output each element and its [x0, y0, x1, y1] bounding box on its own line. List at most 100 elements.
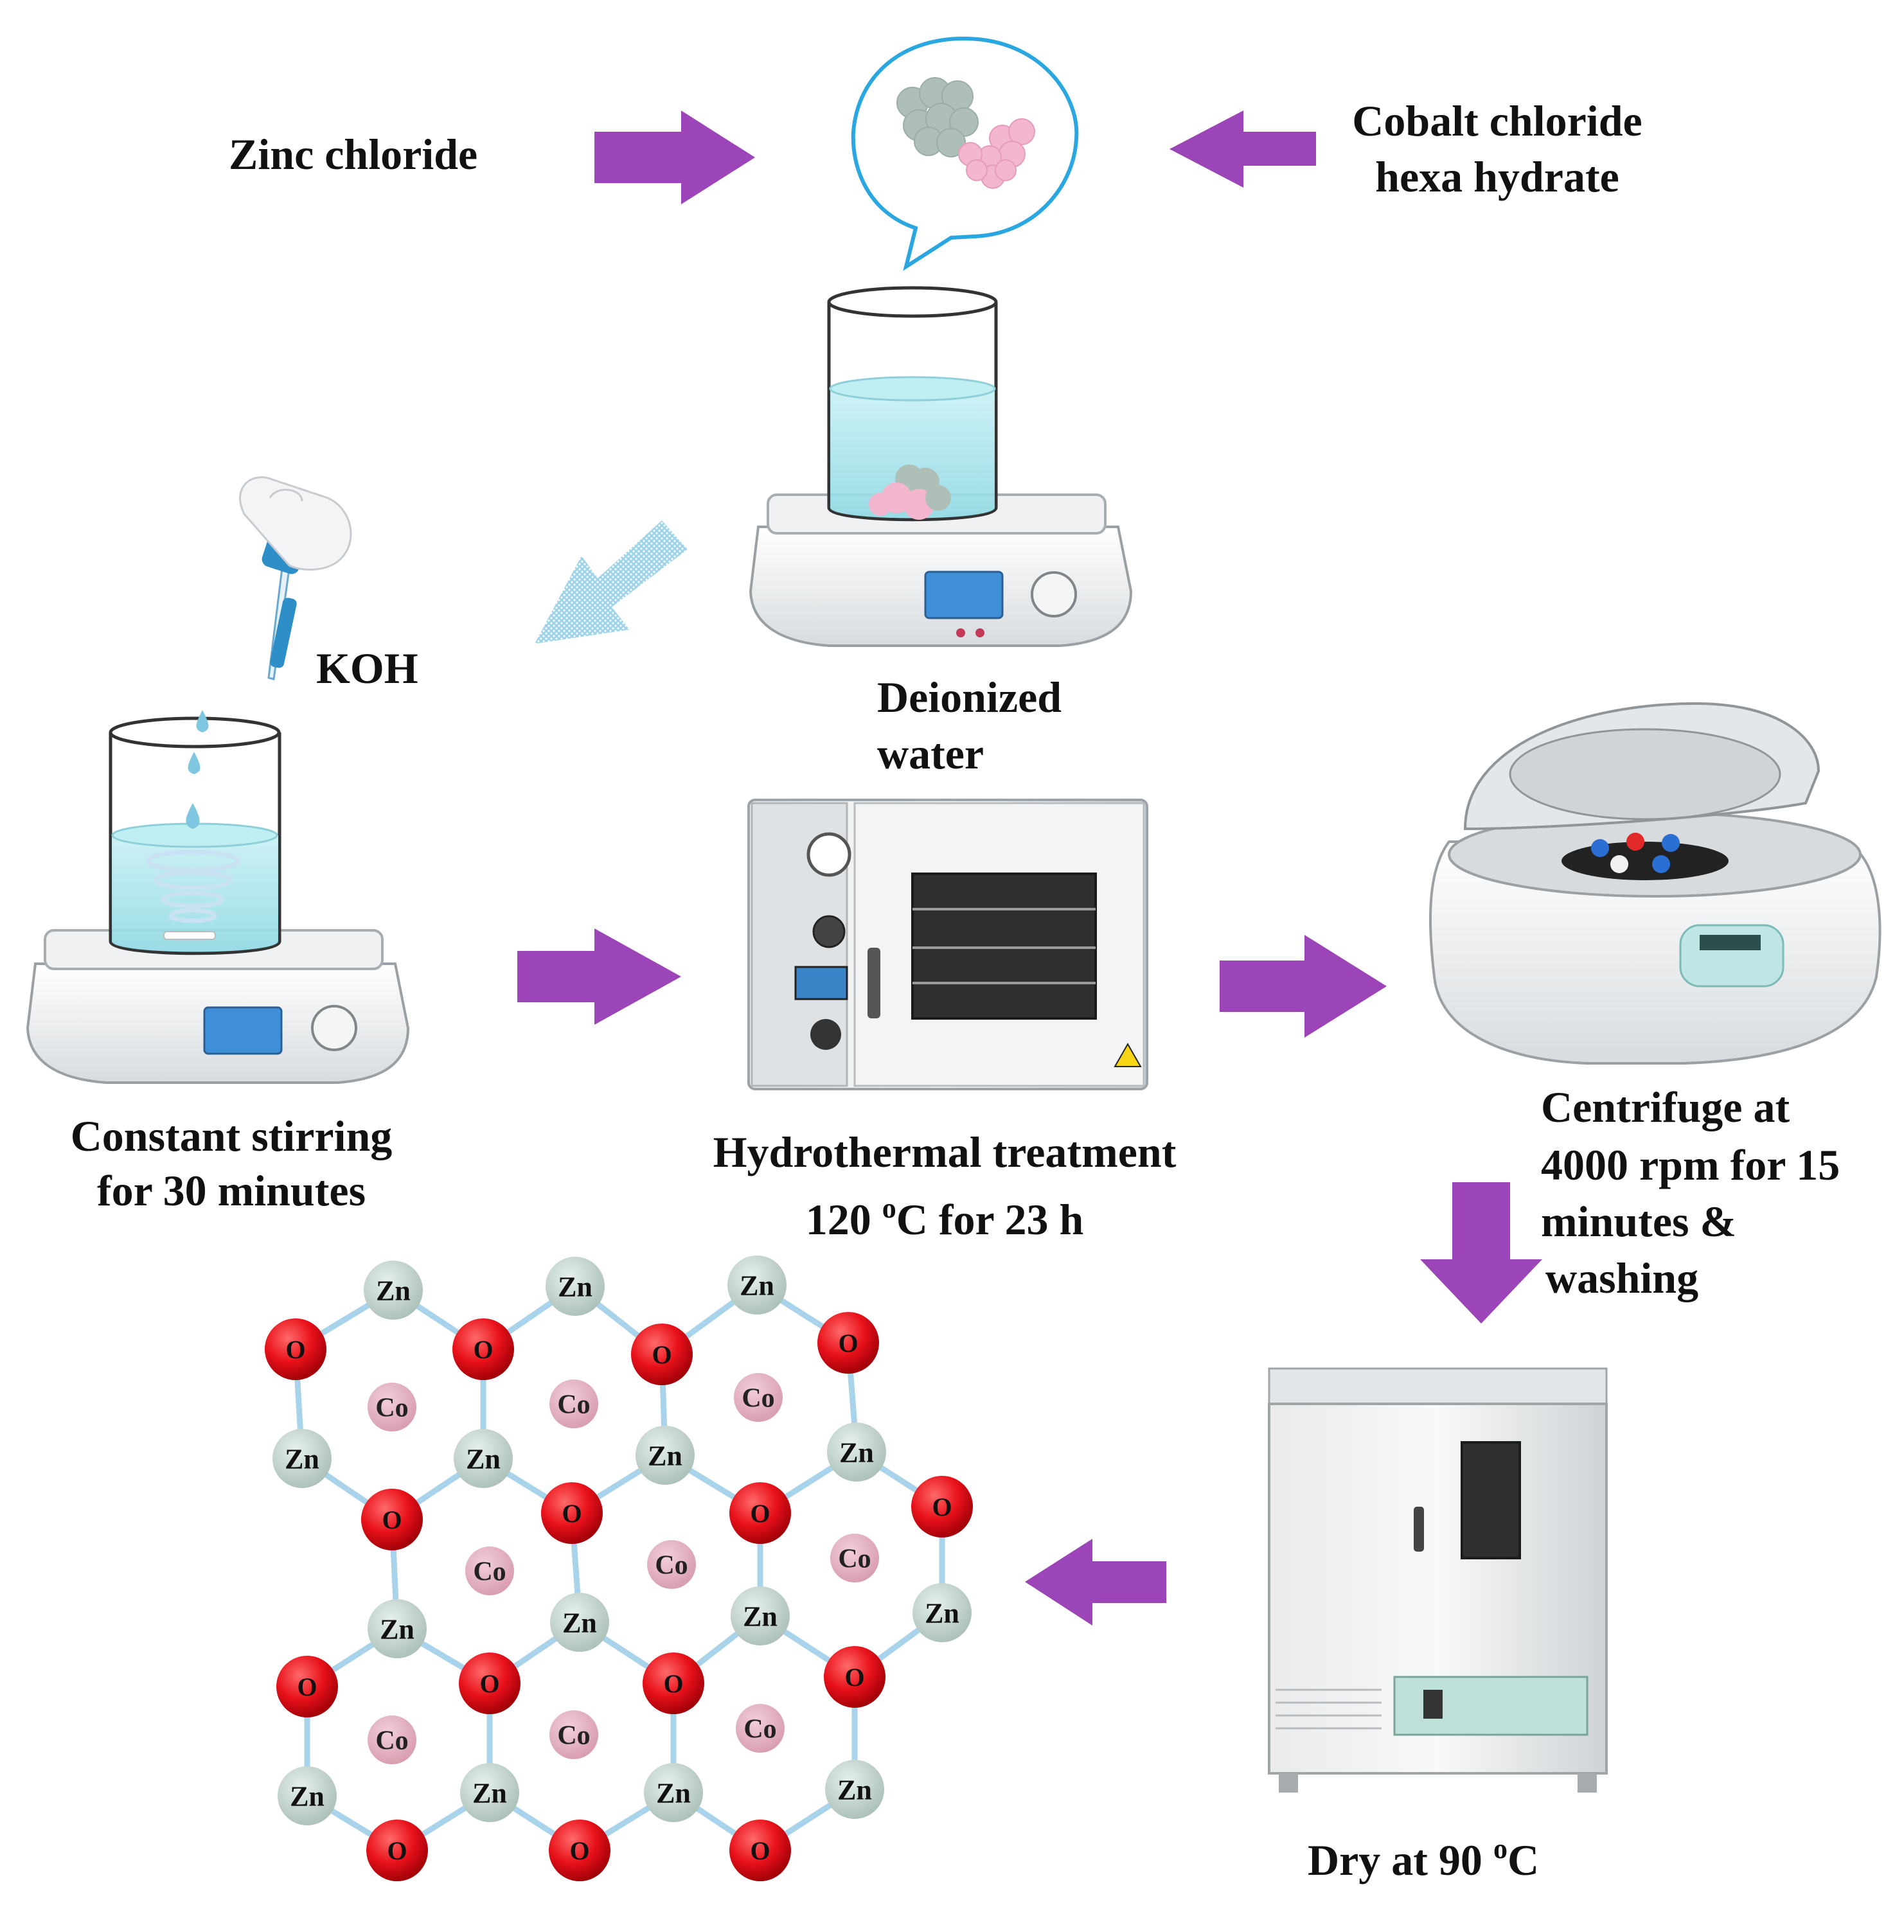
zn-atom-label: Zn — [290, 1780, 325, 1812]
o-atom: O — [643, 1653, 704, 1714]
o-atom-label: O — [382, 1505, 402, 1534]
o-atom-label: O — [297, 1672, 317, 1701]
zn-atom-label: Zn — [740, 1270, 774, 1301]
co-atom: Co — [465, 1546, 514, 1595]
o-atom-label: O — [569, 1836, 589, 1865]
speech-bubble-icon — [851, 36, 1079, 271]
co-atom: Co — [647, 1540, 696, 1589]
o-atom-label: O — [663, 1669, 683, 1698]
arrow-right-zinc-icon — [594, 111, 755, 204]
zn-atom-label: Zn — [837, 1774, 872, 1805]
o-atom-label: O — [652, 1340, 672, 1369]
o-atom: O — [729, 1820, 791, 1881]
co-atom: Co — [736, 1704, 785, 1753]
label-centrifuge-line4: washing — [1545, 1254, 1699, 1302]
o-atom: O — [366, 1820, 428, 1881]
o-atom: O — [729, 1482, 791, 1544]
arrow-left-cobalt-icon — [1170, 111, 1316, 188]
o-atom: O — [541, 1482, 603, 1544]
vortex-icon — [145, 849, 240, 923]
co-atom-label: Co — [742, 1384, 774, 1414]
zn-atom: Zn — [454, 1429, 513, 1488]
label-cobalt-line2: hexa hydrate — [1375, 152, 1619, 201]
zn-atom-label: Zn — [380, 1613, 414, 1645]
o-atom: O — [911, 1476, 973, 1538]
o-atom: O — [452, 1318, 514, 1380]
o-atom-label: O — [387, 1836, 407, 1865]
arrow-right-hydro-icon — [1220, 935, 1387, 1038]
zn-atom: Zn — [825, 1760, 884, 1819]
o-atom: O — [265, 1318, 326, 1380]
zn-atom: Zn — [368, 1599, 427, 1658]
zn-atom: Zn — [827, 1422, 886, 1482]
zn-atom: Zn — [364, 1261, 423, 1320]
zn-atom-label: Zn — [376, 1275, 411, 1306]
co-atom-label: Co — [557, 1721, 590, 1751]
drying-oven-icon — [1268, 1367, 1608, 1793]
o-atom: O — [361, 1489, 423, 1550]
o-atom-label: O — [285, 1335, 305, 1364]
label-centrifuge-line2: 4000 rpm for 15 — [1541, 1140, 1840, 1189]
co-atom-label: Co — [473, 1557, 506, 1587]
zn-atom: Zn — [278, 1766, 337, 1825]
o-atom-label: O — [750, 1836, 770, 1865]
hydrothermal-oven-icon — [747, 799, 1148, 1090]
zn-atom: Zn — [727, 1255, 787, 1315]
co-atom-label: Co — [375, 1394, 408, 1423]
zn-atom: Zn — [636, 1426, 695, 1485]
label-deionized-line1: Deionized — [877, 673, 1062, 722]
zn-atom-label: Zn — [466, 1443, 501, 1475]
zn-atom: Zn — [912, 1583, 972, 1642]
zn-atom-label: Zn — [743, 1600, 778, 1632]
co-atom-label: Co — [557, 1390, 590, 1420]
koh-drops-icon — [186, 710, 209, 829]
beaker-left-icon — [109, 710, 281, 955]
label-dry: Dry at 90 oC — [1308, 1833, 1540, 1884]
zn-atom: Zn — [550, 1593, 609, 1652]
o-atom-label: O — [479, 1669, 499, 1698]
co-atom: Co — [734, 1373, 783, 1422]
label-cobalt-line1: Cobalt chloride — [1352, 96, 1642, 145]
zn-atom: Zn — [460, 1763, 519, 1822]
cobalt-particles-icon — [958, 118, 1035, 189]
o-atom-label: O — [844, 1663, 864, 1692]
o-atom-label: O — [562, 1499, 582, 1528]
label-deionized-line2: water — [877, 729, 984, 778]
zn-atom: Zn — [731, 1586, 790, 1645]
zn-atom-label: Zn — [472, 1777, 507, 1809]
zn-atom: Zn — [272, 1429, 332, 1488]
zinc-particles-icon — [896, 77, 979, 157]
co-atom: Co — [549, 1710, 598, 1759]
label-stirring-line2: for 30 minutes — [96, 1166, 366, 1215]
zn-atom-label: Zn — [285, 1443, 319, 1475]
zn-atom-label: Zn — [656, 1777, 691, 1809]
o-atom: O — [631, 1324, 693, 1385]
zn-atom-label: Zn — [925, 1597, 959, 1629]
co-atom-label: Co — [375, 1726, 408, 1756]
o-atom: O — [459, 1653, 520, 1714]
co-atom-label: Co — [743, 1715, 776, 1744]
pipette-hand-icon — [239, 476, 352, 680]
co-atom-label: Co — [655, 1551, 688, 1581]
centrifuge-icon — [1428, 702, 1882, 1065]
label-stirring-line1: Constant stirring — [70, 1112, 393, 1160]
co-atom: Co — [549, 1379, 598, 1428]
o-atom-label: O — [932, 1493, 952, 1521]
co-atom: Co — [368, 1715, 416, 1764]
label-hydro-line1: Hydrothermal treatment — [713, 1128, 1177, 1176]
label-hydro-line2: 120 oC for 23 h — [805, 1192, 1084, 1244]
zn-atom-label: Zn — [839, 1437, 874, 1468]
o-atom: O — [817, 1312, 879, 1374]
arrow-diagonal-koh-icon — [535, 520, 688, 644]
arrow-down-centrifuge-icon — [1420, 1182, 1542, 1324]
zn-atom: Zn — [546, 1257, 605, 1316]
beaker-top-icon — [827, 286, 998, 522]
co-atom: Co — [368, 1383, 416, 1431]
zn-atom-label: Zn — [648, 1440, 682, 1471]
co-atom: Co — [830, 1534, 879, 1582]
arrow-right-stirring-icon — [517, 928, 681, 1025]
label-centrifuge-line1: Centrifuge at — [1541, 1083, 1790, 1131]
o-atom-label: O — [838, 1329, 858, 1358]
